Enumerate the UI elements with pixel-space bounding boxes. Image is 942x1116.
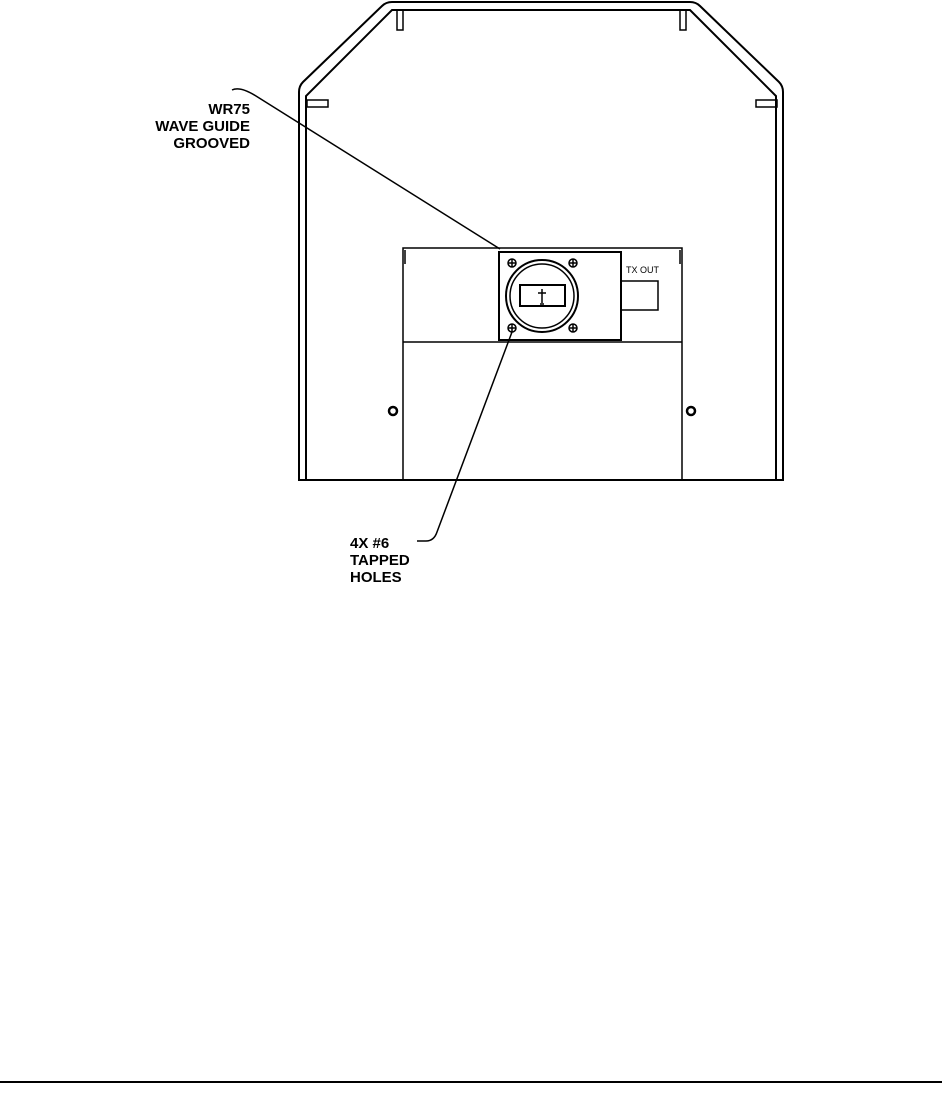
module-box bbox=[402, 247, 683, 481]
mount-hole-left bbox=[387, 405, 399, 417]
callout-line: WR75 bbox=[208, 101, 250, 118]
waveguide-aperture bbox=[519, 284, 566, 307]
side-tab-right bbox=[755, 99, 778, 108]
tapped-holes-leader-line bbox=[417, 331, 513, 542]
enclosure-outer-outline bbox=[298, 1, 784, 480]
aperture-cross-icon bbox=[538, 289, 546, 305]
top-tab-left bbox=[396, 9, 404, 31]
callout-line: HOLES bbox=[350, 569, 402, 586]
mount-hole-right bbox=[685, 405, 697, 417]
enclosure-inner-outline bbox=[305, 9, 777, 480]
callout-line: TAPPED bbox=[350, 552, 410, 569]
page-footer-rule bbox=[0, 1081, 942, 1083]
waveguide-callout: WR75 WAVE GUIDE GROOVED bbox=[60, 101, 250, 152]
tx-out-label: TX OUT bbox=[626, 265, 659, 275]
flange-groove-inner bbox=[509, 263, 575, 329]
flange-groove-outer bbox=[505, 259, 579, 333]
callout-line: 4X #6 bbox=[350, 535, 390, 552]
tx-out-connector bbox=[620, 280, 659, 311]
waveguide-leader-line bbox=[231, 88, 501, 250]
side-tab-left bbox=[306, 99, 329, 108]
tapped-hole-bolts bbox=[507, 258, 578, 333]
top-tab-right bbox=[679, 9, 687, 31]
callout-line: WAVE GUIDE bbox=[155, 118, 250, 135]
callout-line: GROOVED bbox=[173, 135, 250, 152]
tapped-holes-callout: 4X #6 TAPPED HOLES bbox=[350, 535, 410, 586]
